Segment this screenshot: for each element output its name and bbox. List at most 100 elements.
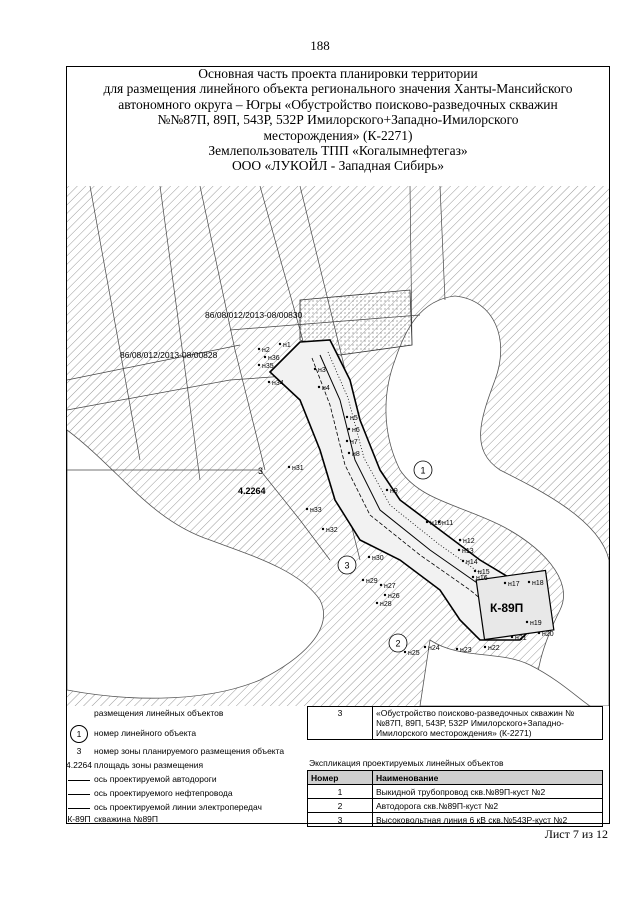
boundary-point-label: н7 bbox=[350, 439, 358, 446]
boundary-point-marker bbox=[473, 569, 477, 573]
boundary-point-marker bbox=[287, 465, 291, 469]
table-row: 1 Выкидной трубопровод скв.№89П-куст №2 bbox=[307, 784, 603, 799]
boundary-point-marker bbox=[361, 578, 365, 582]
boundary-point-label: н29 bbox=[366, 578, 378, 585]
object-number-2: 2 bbox=[395, 639, 400, 649]
boundary-point-marker bbox=[437, 520, 441, 524]
boundary-point-marker bbox=[313, 367, 317, 371]
boundary-point-label: н9 bbox=[390, 488, 398, 495]
zone-table-description: «Обустройство поисково-разведочных скваж… bbox=[372, 706, 603, 740]
legend-item-area: 4.2264 площадь зоны размещения bbox=[66, 760, 301, 774]
legend-symbol-2: 1 bbox=[70, 725, 88, 743]
legend: размещения линейных объектов 1 номер лин… bbox=[66, 706, 301, 824]
boundary-point-label: н34 bbox=[272, 380, 284, 387]
explication-row-3-name: Высоковольтная линия 6 кВ скв.№543Р-куст… bbox=[372, 812, 603, 827]
clearing-bottom-right bbox=[419, 639, 591, 706]
boundary-point-marker bbox=[461, 559, 465, 563]
object-number-3: 3 bbox=[344, 561, 349, 571]
legend-text-6: ось проектируемого нефтепровода bbox=[94, 788, 233, 798]
boundary-point-marker bbox=[278, 342, 282, 346]
legend-powerline-line bbox=[68, 808, 90, 809]
title-line-4: №№87П, 89П, 543Р, 532Р Имилорского+Запад… bbox=[157, 112, 519, 128]
boundary-point-marker bbox=[347, 451, 351, 455]
legend-symbol-8: К-89П bbox=[67, 814, 91, 824]
dotted-parcel bbox=[299, 289, 413, 356]
sheet-number: Лист 7 из 12 bbox=[544, 827, 608, 841]
boundary-point-label: н6 bbox=[352, 427, 360, 434]
boundary-point-marker bbox=[403, 650, 407, 654]
zone-table-row: 3 «Обустройство поисково-разведочных скв… bbox=[307, 706, 603, 740]
explication-row-1-name: Выкидной трубопровод скв.№89П-куст №2 bbox=[372, 784, 603, 799]
table-row: 3 Высоковольтная линия 6 кВ скв.№543Р-ку… bbox=[307, 812, 603, 827]
object-marker-2: 2 bbox=[388, 633, 408, 653]
title-line-5: месторождения» (К-2271) bbox=[263, 127, 413, 143]
legend-text-8: скважина №89П bbox=[94, 814, 159, 824]
legend-item-road: ось проектируемой автодороги bbox=[66, 774, 301, 788]
boundary-point-marker bbox=[471, 575, 475, 579]
cadastral-label-1: 86/08/012/2013-08/00830 bbox=[205, 310, 303, 320]
boundary-point-label: н23 bbox=[460, 647, 472, 654]
boundary-point-label: н14 bbox=[466, 559, 478, 566]
boundary-point-marker bbox=[385, 488, 389, 492]
boundary-point-label: н19 bbox=[530, 620, 542, 627]
clearing-right bbox=[385, 295, 609, 706]
table-row: 2 Автодорога скв.№89П-куст №2 bbox=[307, 798, 603, 813]
boundary-point-marker bbox=[345, 415, 349, 419]
clearing-left bbox=[67, 429, 324, 699]
boundary-point-label: н21 bbox=[515, 635, 527, 642]
boundary-point-label: н20 bbox=[542, 631, 554, 638]
boundary-point-label: н12 bbox=[463, 538, 475, 545]
legend-road-line bbox=[68, 780, 90, 781]
title-line-2: для размещения линейного объекта региона… bbox=[103, 81, 573, 97]
boundary-point-marker bbox=[503, 581, 507, 585]
legend-item-object-number: 1 номер линейного объекта bbox=[66, 725, 301, 743]
zone-table-number: 3 bbox=[307, 706, 373, 740]
boundary-point-label: н25 bbox=[408, 650, 420, 657]
boundary-point-marker bbox=[458, 538, 462, 542]
boundary-point-marker bbox=[321, 527, 325, 531]
boundary-point-label: н22 bbox=[488, 645, 500, 652]
legend-item-powerline: ось проектируемой линии электропередач bbox=[66, 802, 301, 816]
boundary-point-label: н15 bbox=[478, 569, 490, 576]
explication-row-2-name: Автодорога скв.№89П-куст №2 bbox=[372, 798, 603, 813]
boundary-point-marker bbox=[510, 635, 514, 639]
legend-text-4: площадь зоны размещения bbox=[94, 760, 204, 770]
boundary-point-label: н32 bbox=[326, 527, 338, 534]
page-number: 188 bbox=[310, 38, 330, 53]
boundary-point-marker bbox=[423, 645, 427, 649]
boundary-point-label: н2 bbox=[262, 347, 270, 354]
boundary-point-label: н36 bbox=[268, 355, 280, 362]
boundary-point-label: н11 bbox=[442, 520, 453, 527]
boundary-point-marker bbox=[457, 548, 461, 552]
legend-text-5: ось проектируемой автодороги bbox=[94, 774, 217, 784]
boundary-point-marker bbox=[375, 601, 379, 605]
legend-text-7: ось проектируемой линии электропередач bbox=[94, 802, 262, 812]
object-number-1: 1 bbox=[420, 466, 425, 476]
boundary-point-label: н3 bbox=[318, 367, 326, 374]
boundary-point-label: н17 bbox=[508, 581, 520, 588]
boundary-point-marker bbox=[527, 580, 531, 584]
legend-item-zone-number: 3 номер зоны планируемого размещения объ… bbox=[66, 746, 301, 760]
legend-symbol-3: 3 bbox=[76, 746, 82, 756]
boundary-point-marker bbox=[263, 355, 267, 359]
boundary-point-marker bbox=[317, 385, 321, 389]
boundary-point-marker bbox=[367, 555, 371, 559]
boundary-point-label: н16 bbox=[476, 575, 488, 582]
boundary-point-marker bbox=[267, 380, 271, 384]
well-label: К-89П bbox=[490, 601, 523, 615]
legend-symbol-4: 4.2264 bbox=[66, 760, 92, 770]
boundary-point-label: н1 bbox=[283, 342, 291, 349]
legend-pipeline-line bbox=[68, 794, 90, 795]
boundary-point-label: н27 bbox=[384, 583, 396, 590]
boundary-point-label: н24 bbox=[428, 645, 440, 652]
explication-row-2-number: 2 bbox=[307, 798, 373, 813]
explication-table: Номер Наименование 1 Выкидной трубопрово… bbox=[307, 770, 603, 827]
object-marker-1: 1 bbox=[413, 460, 433, 480]
boundary-point-marker bbox=[455, 647, 459, 651]
boundary-point-marker bbox=[379, 583, 383, 587]
boundary-point-marker bbox=[257, 363, 261, 367]
boundary-point-label: н8 bbox=[352, 451, 360, 458]
boundary-point-label: н28 bbox=[380, 601, 392, 608]
